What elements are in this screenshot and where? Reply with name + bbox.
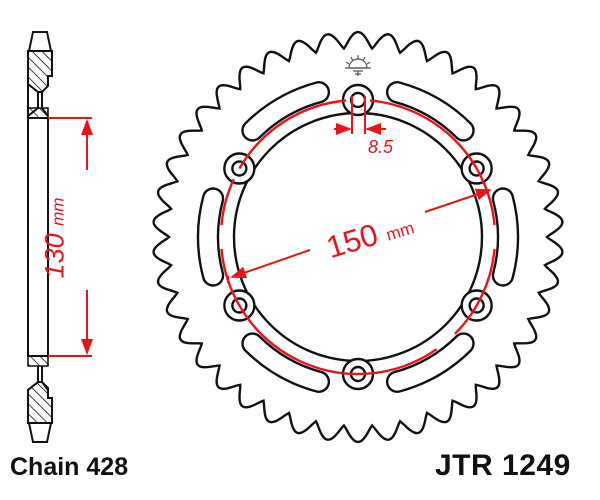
bolt-hole-dimension-label: 8.5 [368,137,394,157]
bore-unit: mm [48,197,68,226]
bore-dimension-label: 130 mm [40,198,71,279]
part-number-label: JTR 1249 [435,449,571,482]
bolt-circle-unit: mm [383,218,417,245]
side-profile [27,31,53,443]
bore-dimension-line [48,117,93,357]
chain-size-label: Chain 428 [10,453,129,481]
lightening-slots [196,81,520,393]
bore-value: 130 [39,233,70,279]
jt-logo-icon [345,55,371,76]
bolt-circle-dimension-line [227,188,492,283]
hole-dimension [334,96,386,135]
